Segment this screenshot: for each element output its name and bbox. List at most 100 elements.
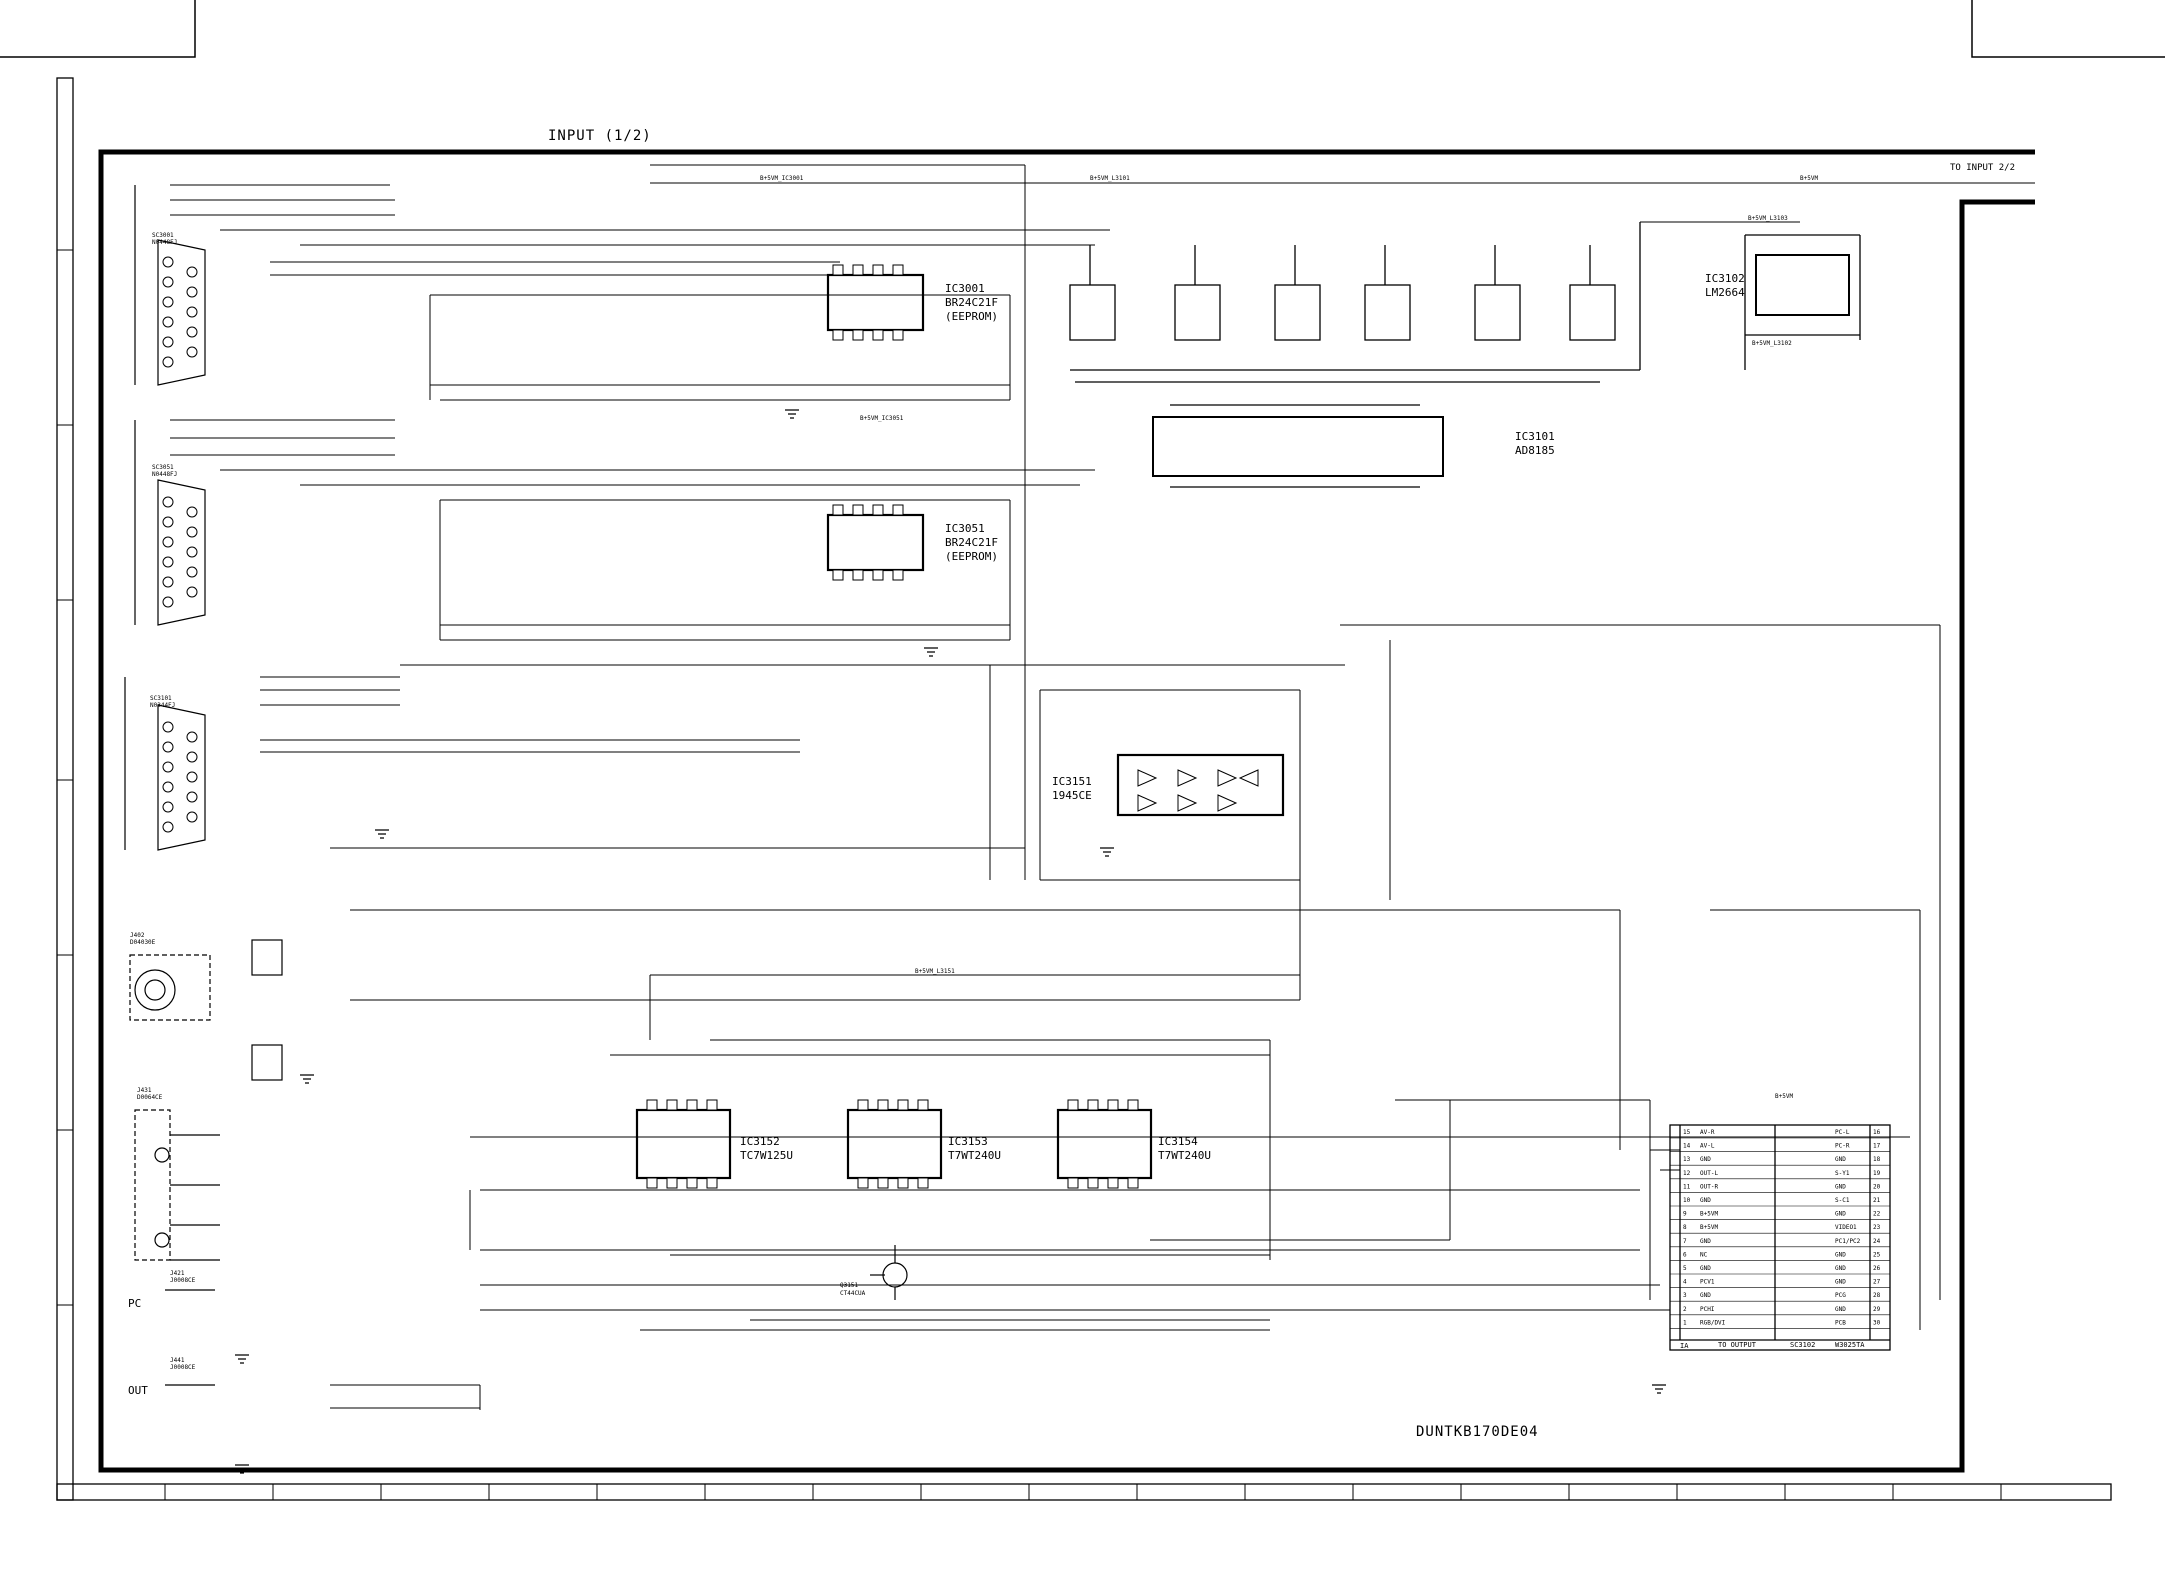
sc3102-left-pin-number: 4 — [1683, 1279, 1687, 1286]
sc3051-part: N0448FJ — [152, 471, 177, 478]
sc3102-left-pin-number: 7 — [1683, 1238, 1687, 1245]
ic3151-amplifiers — [1137, 769, 1259, 812]
sc3102-right-pin-number: 28 — [1873, 1292, 1881, 1299]
sc3102-right-pin-number: 24 — [1873, 1238, 1881, 1245]
sc3102-left-pin-name: OUT-L — [1700, 1170, 1718, 1177]
sc3102-right-pin-number: 30 — [1873, 1319, 1881, 1326]
ic3101-part: AD8185 — [1515, 444, 1555, 457]
ic3152-ref: IC3152 — [740, 1135, 780, 1148]
sc3102-right-pin-name: PCB — [1835, 1319, 1846, 1326]
j421-ref: J421 — [170, 1270, 185, 1277]
out-jack-label: OUT — [128, 1384, 148, 1397]
ic-bodies — [635, 273, 1285, 1180]
sc3102-right-pin-name: PCG — [1835, 1292, 1846, 1299]
sc3102-right-pin-name: GND — [1835, 1156, 1846, 1163]
ic3151-ref: IC3151 — [1052, 775, 1092, 788]
jack-symbols — [129, 939, 283, 1386]
sc3102-left-pin-number: 1 — [1683, 1319, 1687, 1326]
net-b5vm-ic3051: B+5VM_IC3051 — [860, 415, 904, 422]
ic3001-part: BR24C21F — [945, 296, 998, 309]
j441-part: J0008CE — [170, 1364, 196, 1371]
q3151-part: CT44CUA — [840, 1290, 866, 1297]
sc3102-right-pin-number: 25 — [1873, 1251, 1881, 1258]
sc3101-part: N0344FJ — [150, 702, 175, 709]
j441-ref: J441 — [170, 1357, 185, 1364]
sc3102-left-pin-name: RGB/DVI — [1700, 1319, 1726, 1326]
sc3102-to-output: TO OUTPUT — [1718, 1341, 1757, 1349]
sc3102-left-pin-number: 14 — [1683, 1143, 1691, 1150]
sc3101-ref: SC3101 — [150, 695, 172, 702]
sc3102-left-pin-number: 11 — [1683, 1183, 1691, 1190]
sc3102-right-pin-name: GND — [1835, 1265, 1846, 1272]
drawing-number: DUNTKB170DE04 — [1416, 1424, 1539, 1440]
sc3102-right-pin-name: S-Y1 — [1835, 1170, 1850, 1177]
sc3102-left-pin-number: 12 — [1683, 1170, 1691, 1177]
ic3153-ref: IC3153 — [948, 1135, 988, 1148]
sc3102-marker: IA — [1680, 1342, 1689, 1350]
sc3102-left-pin-name: NC — [1700, 1251, 1708, 1258]
sc3102-right-pin-name: PC-L — [1835, 1129, 1850, 1136]
sc3102-left-pin-name: GND — [1700, 1238, 1711, 1245]
j402-part: D04030E — [130, 939, 156, 946]
sc3102-right-pin-name: GND — [1835, 1211, 1846, 1218]
j431-part: D0064CE — [137, 1094, 163, 1101]
sc3102-right-pin-number: 19 — [1873, 1170, 1881, 1177]
sc3102-right-pin-name: PC-R — [1835, 1143, 1850, 1150]
sheet-frame — [0, 0, 2165, 1501]
sc3102-left-pin-name: PCV1 — [1700, 1279, 1715, 1286]
sc3102-left-pin-number: 2 — [1683, 1306, 1687, 1313]
sc3102-left-pin-number: 9 — [1683, 1211, 1687, 1218]
ic3154-ref: IC3154 — [1158, 1135, 1198, 1148]
sc3001-ref: SC3001 — [152, 232, 174, 239]
ic3001-ref: IC3001 — [945, 282, 985, 295]
sc3102-left-pin-number: 6 — [1683, 1251, 1687, 1258]
sc3102-left-pin-number: 8 — [1683, 1224, 1687, 1231]
net-b5vm-l3151: B+5VM_L3151 — [915, 968, 955, 975]
ic3101-ref: IC3101 — [1515, 430, 1555, 443]
net-b5vm-l3103: B+5VM_L3103 — [1748, 215, 1788, 222]
ic3051-ref: IC3051 — [945, 522, 985, 535]
to-next-sheet-label: TO INPUT 2/2 — [1950, 163, 2015, 173]
ic3151-part: 1945CE — [1052, 789, 1092, 802]
sc3102-left-pin-number: 15 — [1683, 1129, 1691, 1136]
sc3102-left-pin-name: AV-L — [1700, 1143, 1715, 1150]
q3151-ref: Q3151 — [840, 1282, 858, 1289]
net-b5vm-l3102: B+5VM_L3102 — [1752, 340, 1792, 347]
sc3102-right-pin-number: 29 — [1873, 1306, 1881, 1313]
sc3102-right-pin-name: PC1/PC2 — [1835, 1238, 1861, 1245]
ic3102-ref: IC3102 — [1705, 272, 1745, 285]
ic3051-note: (EEPROM) — [945, 550, 998, 563]
sc3102-right-pin-number: 26 — [1873, 1265, 1881, 1272]
net-b5vm-out: B+5VM — [1775, 1093, 1793, 1100]
j421-part: J0008CE — [170, 1277, 196, 1284]
sc3102-left-pin-number: 5 — [1683, 1265, 1687, 1272]
sc3102-right-pin-number: 23 — [1873, 1224, 1881, 1231]
net-b5vm-ic3001: B+5VM_IC3001 — [760, 175, 804, 182]
q3151-symbol — [870, 1245, 908, 1300]
ground-symbols — [235, 409, 1666, 1474]
sc3102-left-pin-name: B+5VM — [1700, 1224, 1718, 1231]
ic3102-part: LM2664 — [1705, 286, 1745, 299]
sc3102-left-pin-number: 3 — [1683, 1292, 1687, 1299]
ic3101-block — [1069, 222, 1861, 488]
sc3102-right-pin-number: 22 — [1873, 1211, 1881, 1218]
ic3154-part: T7WT240U — [1158, 1149, 1211, 1162]
sc3102-left-pin-number: 13 — [1683, 1156, 1691, 1163]
sc3102-left-pin-name: PCHI — [1700, 1306, 1715, 1313]
sc3102-left-pin-number: 10 — [1683, 1197, 1691, 1204]
sc3102-right-pin-name: GND — [1835, 1306, 1846, 1313]
sc3102-left-pin-name: GND — [1700, 1197, 1711, 1204]
ic3152-part: TC7W125U — [740, 1149, 793, 1162]
sc3102-right-pin-name: VIDEO1 — [1835, 1224, 1857, 1231]
ic3051-part: BR24C21F — [945, 536, 998, 549]
sc3102-right-pin-name: GND — [1835, 1251, 1846, 1258]
sc3102-left-pin-name: GND — [1700, 1156, 1711, 1163]
ic3001-note: (EEPROM) — [945, 310, 998, 323]
sc3102-right-pin-number: 17 — [1873, 1143, 1881, 1150]
net-b5vm-l3101-top: B+5VM_L3101 — [1090, 175, 1130, 182]
sc3102-right-pin-name: GND — [1835, 1183, 1846, 1190]
sc3102-left-pin-name: B+5VM — [1700, 1211, 1718, 1218]
sheet-title: INPUT (1/2) — [548, 128, 652, 144]
sc3102-left-pin-name: GND — [1700, 1292, 1711, 1299]
sc3051-ref: SC3051 — [152, 464, 174, 471]
